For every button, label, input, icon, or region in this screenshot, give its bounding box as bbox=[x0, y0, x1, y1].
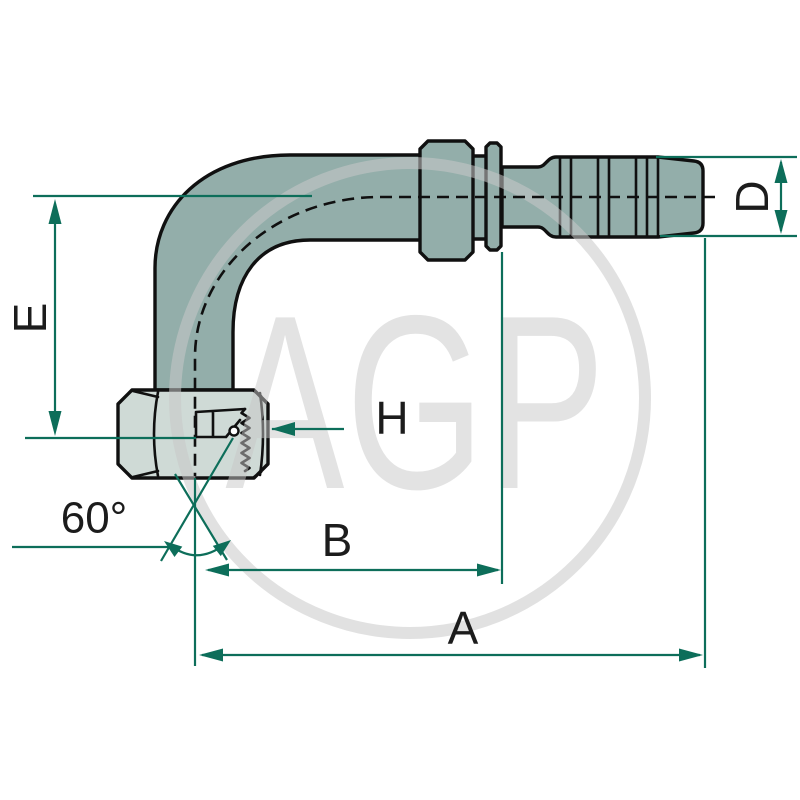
dim-a-arrowhead-left bbox=[199, 648, 223, 662]
seat-detail-circle bbox=[228, 425, 240, 437]
watermark: AGP bbox=[169, 157, 651, 639]
dim-a: A bbox=[199, 238, 707, 668]
dim-angle-60: 60° bbox=[12, 437, 234, 562]
dim-a-arrowhead-right bbox=[679, 648, 703, 662]
dim-e-arrowhead-bottom bbox=[48, 411, 62, 436]
dim-h-arrowhead bbox=[271, 422, 295, 436]
flange-ring bbox=[484, 141, 503, 252]
nut-facet-lines bbox=[131, 389, 265, 479]
dim-b-label: B bbox=[322, 514, 353, 566]
dim-h: H bbox=[271, 392, 409, 444]
dimensions-group: E D H 60° bbox=[4, 155, 797, 668]
dim-d-arrowhead-bottom bbox=[774, 210, 788, 234]
dim-d-extension-lines bbox=[656, 155, 797, 238]
angle-label: 60° bbox=[61, 494, 128, 543]
angle-arrowhead-left bbox=[164, 541, 183, 557]
dim-d: D bbox=[656, 155, 797, 238]
dim-e-arrowhead-top bbox=[48, 199, 62, 224]
dim-e-extension-lines bbox=[25, 194, 312, 440]
dim-e-label: E bbox=[4, 303, 56, 334]
swivel-nut-group bbox=[116, 388, 270, 480]
dim-a-label: A bbox=[448, 602, 479, 654]
fitting-body-group bbox=[153, 139, 705, 392]
dim-b-arrowhead-left bbox=[205, 563, 229, 577]
dim-d-arrowhead-top bbox=[774, 159, 788, 183]
dim-d-label: D bbox=[726, 180, 778, 213]
dim-e: E bbox=[4, 194, 312, 440]
centerline-dashed bbox=[193, 195, 715, 476]
watermark-circle bbox=[169, 157, 651, 639]
angle-arrowhead-right bbox=[212, 540, 231, 557]
thread-zigzag bbox=[240, 407, 251, 473]
dim-b-arrowhead-right bbox=[477, 563, 501, 577]
watermark-text: AGP bbox=[225, 263, 606, 541]
dim-h-label: H bbox=[375, 392, 408, 444]
dim-b: B bbox=[193, 252, 504, 666]
